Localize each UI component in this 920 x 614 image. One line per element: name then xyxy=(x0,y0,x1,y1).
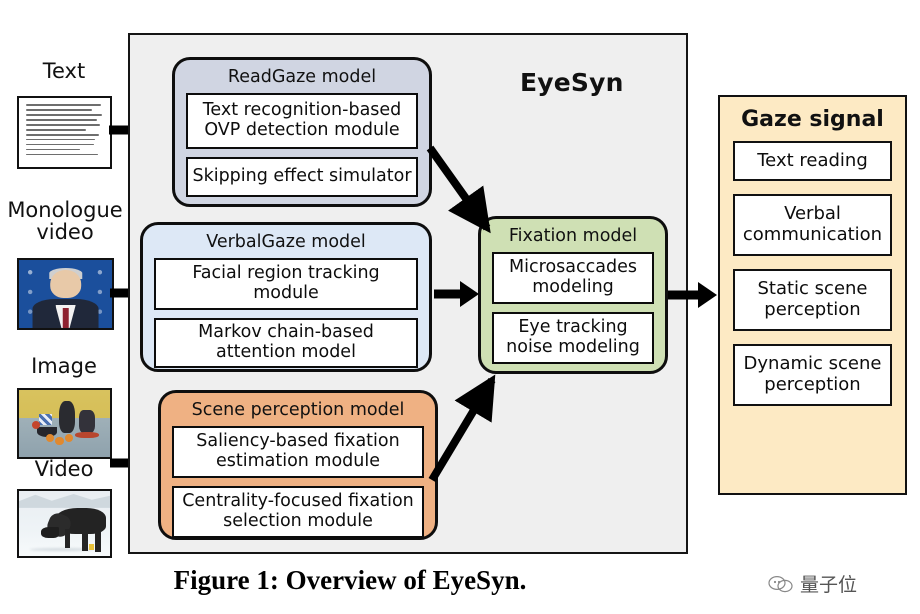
model-title-scene-perception: Scene perception model xyxy=(191,400,405,420)
gaze-item-label: Static scene perception xyxy=(757,278,868,320)
module-label: Facial region tracking module xyxy=(192,262,380,303)
still-life-image-thumbnail xyxy=(17,388,112,459)
watermark: 量子位 xyxy=(768,570,857,597)
input-label-text: Text xyxy=(42,59,86,83)
module-label: Centrality-focused fixation selection mo… xyxy=(182,490,414,531)
input-label-video: Video xyxy=(34,457,94,481)
gaze-item-text-reading[interactable]: Text reading xyxy=(733,141,892,181)
module-facial-region-tracking[interactable]: Facial region tracking module xyxy=(154,257,418,310)
speech-bubble-icon xyxy=(768,575,793,592)
module-skipping-effect-simulator[interactable]: Skipping effect simulator xyxy=(186,156,418,197)
gaze-item-static-scene-perception[interactable]: Static scene perception xyxy=(733,269,892,331)
model-title-fixation: Fixation model xyxy=(508,226,638,246)
input-label-line-1: Monologue xyxy=(7,198,123,222)
gaze-item-label: Text reading xyxy=(757,149,868,171)
module-text-recognition-ovp[interactable]: Text recognition-based OVP detection mod… xyxy=(186,92,418,149)
input-label-line-2: video xyxy=(36,220,94,245)
module-label: Skipping effect simulator xyxy=(192,165,412,186)
module-markov-chain-attention[interactable]: Markov chain-based attention model xyxy=(154,317,418,368)
gaze-signal-title: Gaze signal xyxy=(741,107,884,132)
model-title-verbalgaze: VerbalGaze model xyxy=(206,232,366,252)
gaze-item-label: Dynamic scene perception xyxy=(743,353,882,395)
model-card-scene-perception[interactable]: Scene perception model Saliency-based fi… xyxy=(158,390,438,540)
module-eye-tracking-noise-modeling[interactable]: Eye tracking noise modeling xyxy=(492,311,654,364)
module-label: Microsaccades modeling xyxy=(509,256,637,297)
module-label: Markov chain-based attention model xyxy=(198,321,374,362)
module-saliency-fixation-estimation[interactable]: Saliency-based fixation estimation modul… xyxy=(172,425,424,478)
figure-caption: Figure 1: Overview of EyeSyn. xyxy=(173,565,527,595)
eyesyn-title: EyeSyn xyxy=(520,68,624,97)
input-label-monologue-video: Monologue video xyxy=(4,199,126,244)
watermark-text: 量子位 xyxy=(800,574,858,596)
gaze-item-verbal-communication[interactable]: Verbal communication xyxy=(733,194,892,256)
input-label-image: Image xyxy=(31,354,97,378)
module-label: Saliency-based fixation estimation modul… xyxy=(196,430,400,471)
monologue-video-thumbnail xyxy=(17,258,114,330)
model-card-verbalgaze[interactable]: VerbalGaze model Facial region tracking … xyxy=(140,222,432,372)
model-card-readgaze[interactable]: ReadGaze model Text recognition-based OV… xyxy=(172,57,432,207)
text-document-thumbnail xyxy=(17,96,112,169)
model-card-fixation[interactable]: Fixation model Microsaccades modeling Ey… xyxy=(478,216,668,374)
gaze-item-dynamic-scene-perception[interactable]: Dynamic scene perception xyxy=(733,344,892,406)
wolf-video-thumbnail xyxy=(17,489,112,558)
gaze-item-label: Verbal communication xyxy=(742,203,883,245)
module-label: Eye tracking noise modeling xyxy=(506,316,640,357)
module-microsaccades-modeling[interactable]: Microsaccades modeling xyxy=(492,251,654,304)
gaze-signal-panel: Gaze signal Text reading Verbal communic… xyxy=(718,95,907,495)
module-centrality-fixation-selection[interactable]: Centrality-focused fixation selection mo… xyxy=(172,485,424,538)
module-label: Text recognition-based OVP detection mod… xyxy=(202,99,402,140)
model-title-readgaze: ReadGaze model xyxy=(227,67,377,87)
